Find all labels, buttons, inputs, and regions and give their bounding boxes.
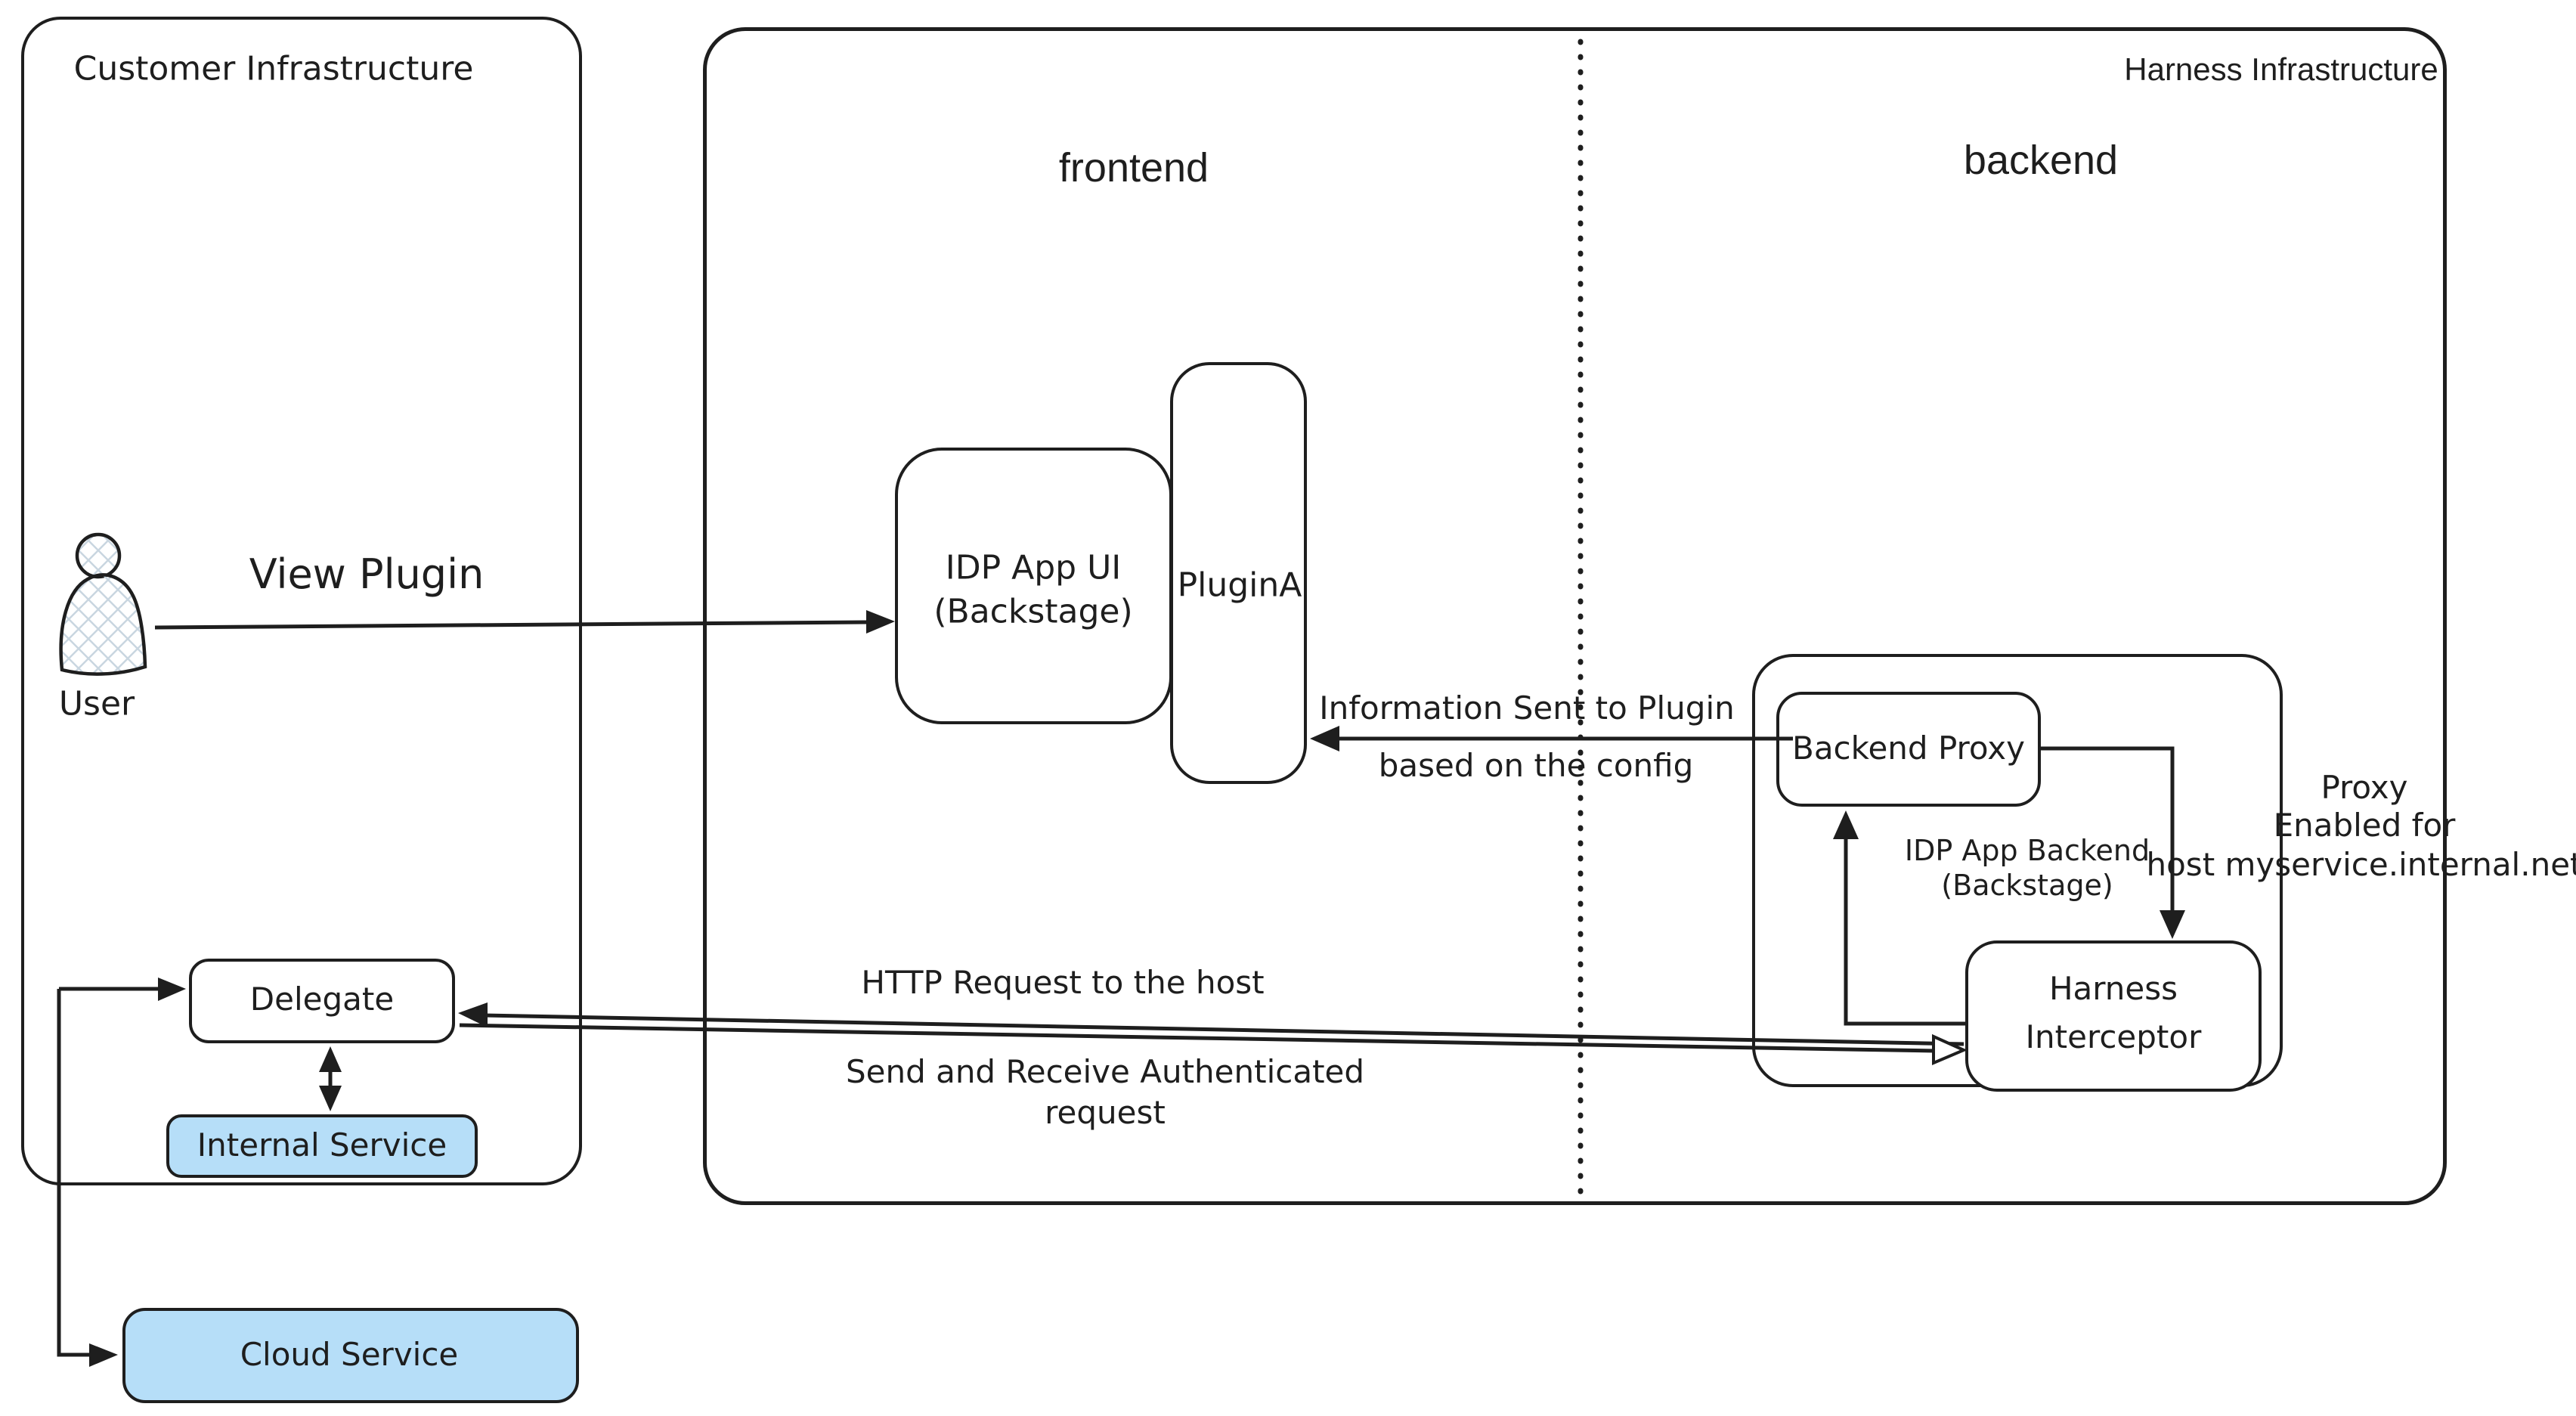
backend-label: backend — [1963, 137, 2119, 183]
internal-service-label: Internal Service — [197, 1126, 447, 1163]
proxy-note-label-line3: host myservice.internal.net — [2146, 845, 2576, 883]
plugin-a-box — [1170, 362, 1307, 784]
idp-app-backend-label-line1: IDP App Backend — [1904, 834, 2150, 868]
http-request-label-line2: Send and Receive Authenticated — [845, 1052, 1365, 1090]
harness-interceptor-box — [1965, 940, 2262, 1092]
proxy-note-label-line2: Enabled for — [2273, 806, 2456, 844]
cloud-service-label: Cloud Service — [240, 1335, 459, 1373]
plugin-a-label: PluginA — [1177, 565, 1302, 605]
http-request-label-line1: HTTP Request to the host — [861, 963, 1265, 1001]
harness-interceptor-label-line2: Interceptor — [2025, 1018, 2202, 1055]
backend-proxy-label: Backend Proxy — [1792, 729, 2025, 767]
user-label: User — [58, 684, 135, 723]
delegate-box — [189, 959, 455, 1043]
idp-app-ui-label-line2: (Backstage) — [933, 592, 1133, 631]
info-sent-label-line2: based on the config — [1378, 746, 1694, 784]
idp-app-backend-label-line2: (Backstage) — [1941, 869, 2113, 903]
idp-app-ui-label-line1: IDP App UI — [945, 548, 1122, 587]
frontend-label: frontend — [1058, 144, 1209, 191]
idp-app-ui-box — [895, 448, 1172, 724]
backend-proxy-box — [1776, 692, 2041, 807]
internal-service-box — [166, 1114, 478, 1178]
proxy-note-label-line1: Proxy — [2321, 768, 2408, 806]
info-sent-label-line1: Information Sent to Plugin — [1319, 689, 1735, 727]
harness-infrastructure-label: Harness Infrastructure — [2124, 51, 2438, 87]
view-plugin-label: View Plugin — [249, 550, 485, 598]
harness-interceptor-label-line1: Harness — [2048, 969, 2178, 1007]
cloud-service-box — [122, 1308, 579, 1403]
customer-infrastructure-label: Customer Infrastructure — [73, 49, 474, 88]
http-request-label-line3: request — [1045, 1093, 1166, 1131]
delegate-label: Delegate — [249, 980, 395, 1018]
